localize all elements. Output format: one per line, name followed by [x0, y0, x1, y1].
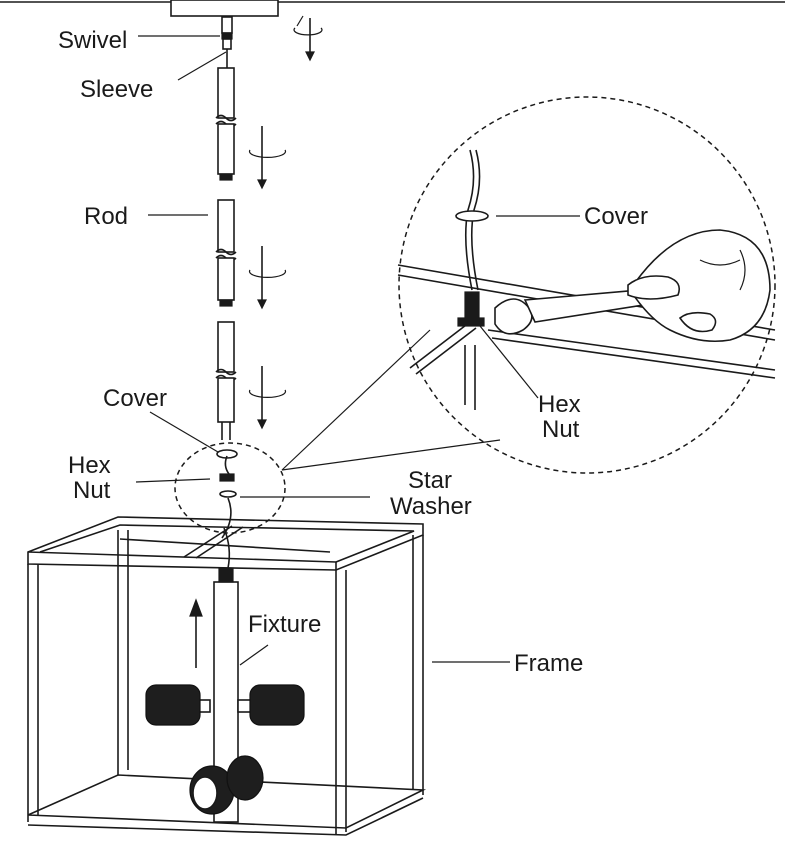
swivel-label: Swivel: [58, 27, 127, 54]
detail-illustration: [397, 149, 776, 410]
callout-connector: [281, 329, 431, 471]
hex-nut-label-line1: Hex: [68, 452, 111, 479]
hex-nut-label-line2: Nut: [73, 477, 111, 504]
rod-sections: [215, 67, 237, 440]
sleeve-label: Sleeve: [80, 76, 153, 103]
leader-lines: [135, 35, 580, 666]
cover-hexnut-assembly: [216, 449, 238, 539]
detail-cover-label: Cover: [584, 203, 648, 230]
ceiling-canopy: [170, 0, 279, 17]
detail-hex-nut-label-line1: Hex: [538, 391, 581, 418]
callout-connector: [281, 439, 501, 471]
up-arrow-icon: [189, 598, 203, 668]
fixture-body: [145, 527, 305, 823]
rotation-arrow-icon: [248, 126, 287, 190]
rotation-arrow-icon: [248, 246, 287, 310]
rod-label: Rod: [84, 203, 128, 230]
star-washer-label-line1: Star: [408, 467, 452, 494]
frame-cage: [27, 516, 427, 836]
fixture-label: Fixture: [248, 611, 321, 638]
rotation-arrow-icon: [293, 15, 323, 62]
swivel-part: [221, 16, 233, 50]
rotation-arrow-icon: [248, 366, 287, 430]
detail-marker-circle: [174, 442, 286, 534]
cover-label: Cover: [103, 385, 167, 412]
detail-callout-circle: [398, 96, 776, 474]
detail-hex-nut-label-line2: Nut: [542, 416, 580, 443]
frame-label: Frame: [514, 650, 583, 677]
star-washer-label-line2: Washer: [390, 493, 472, 520]
